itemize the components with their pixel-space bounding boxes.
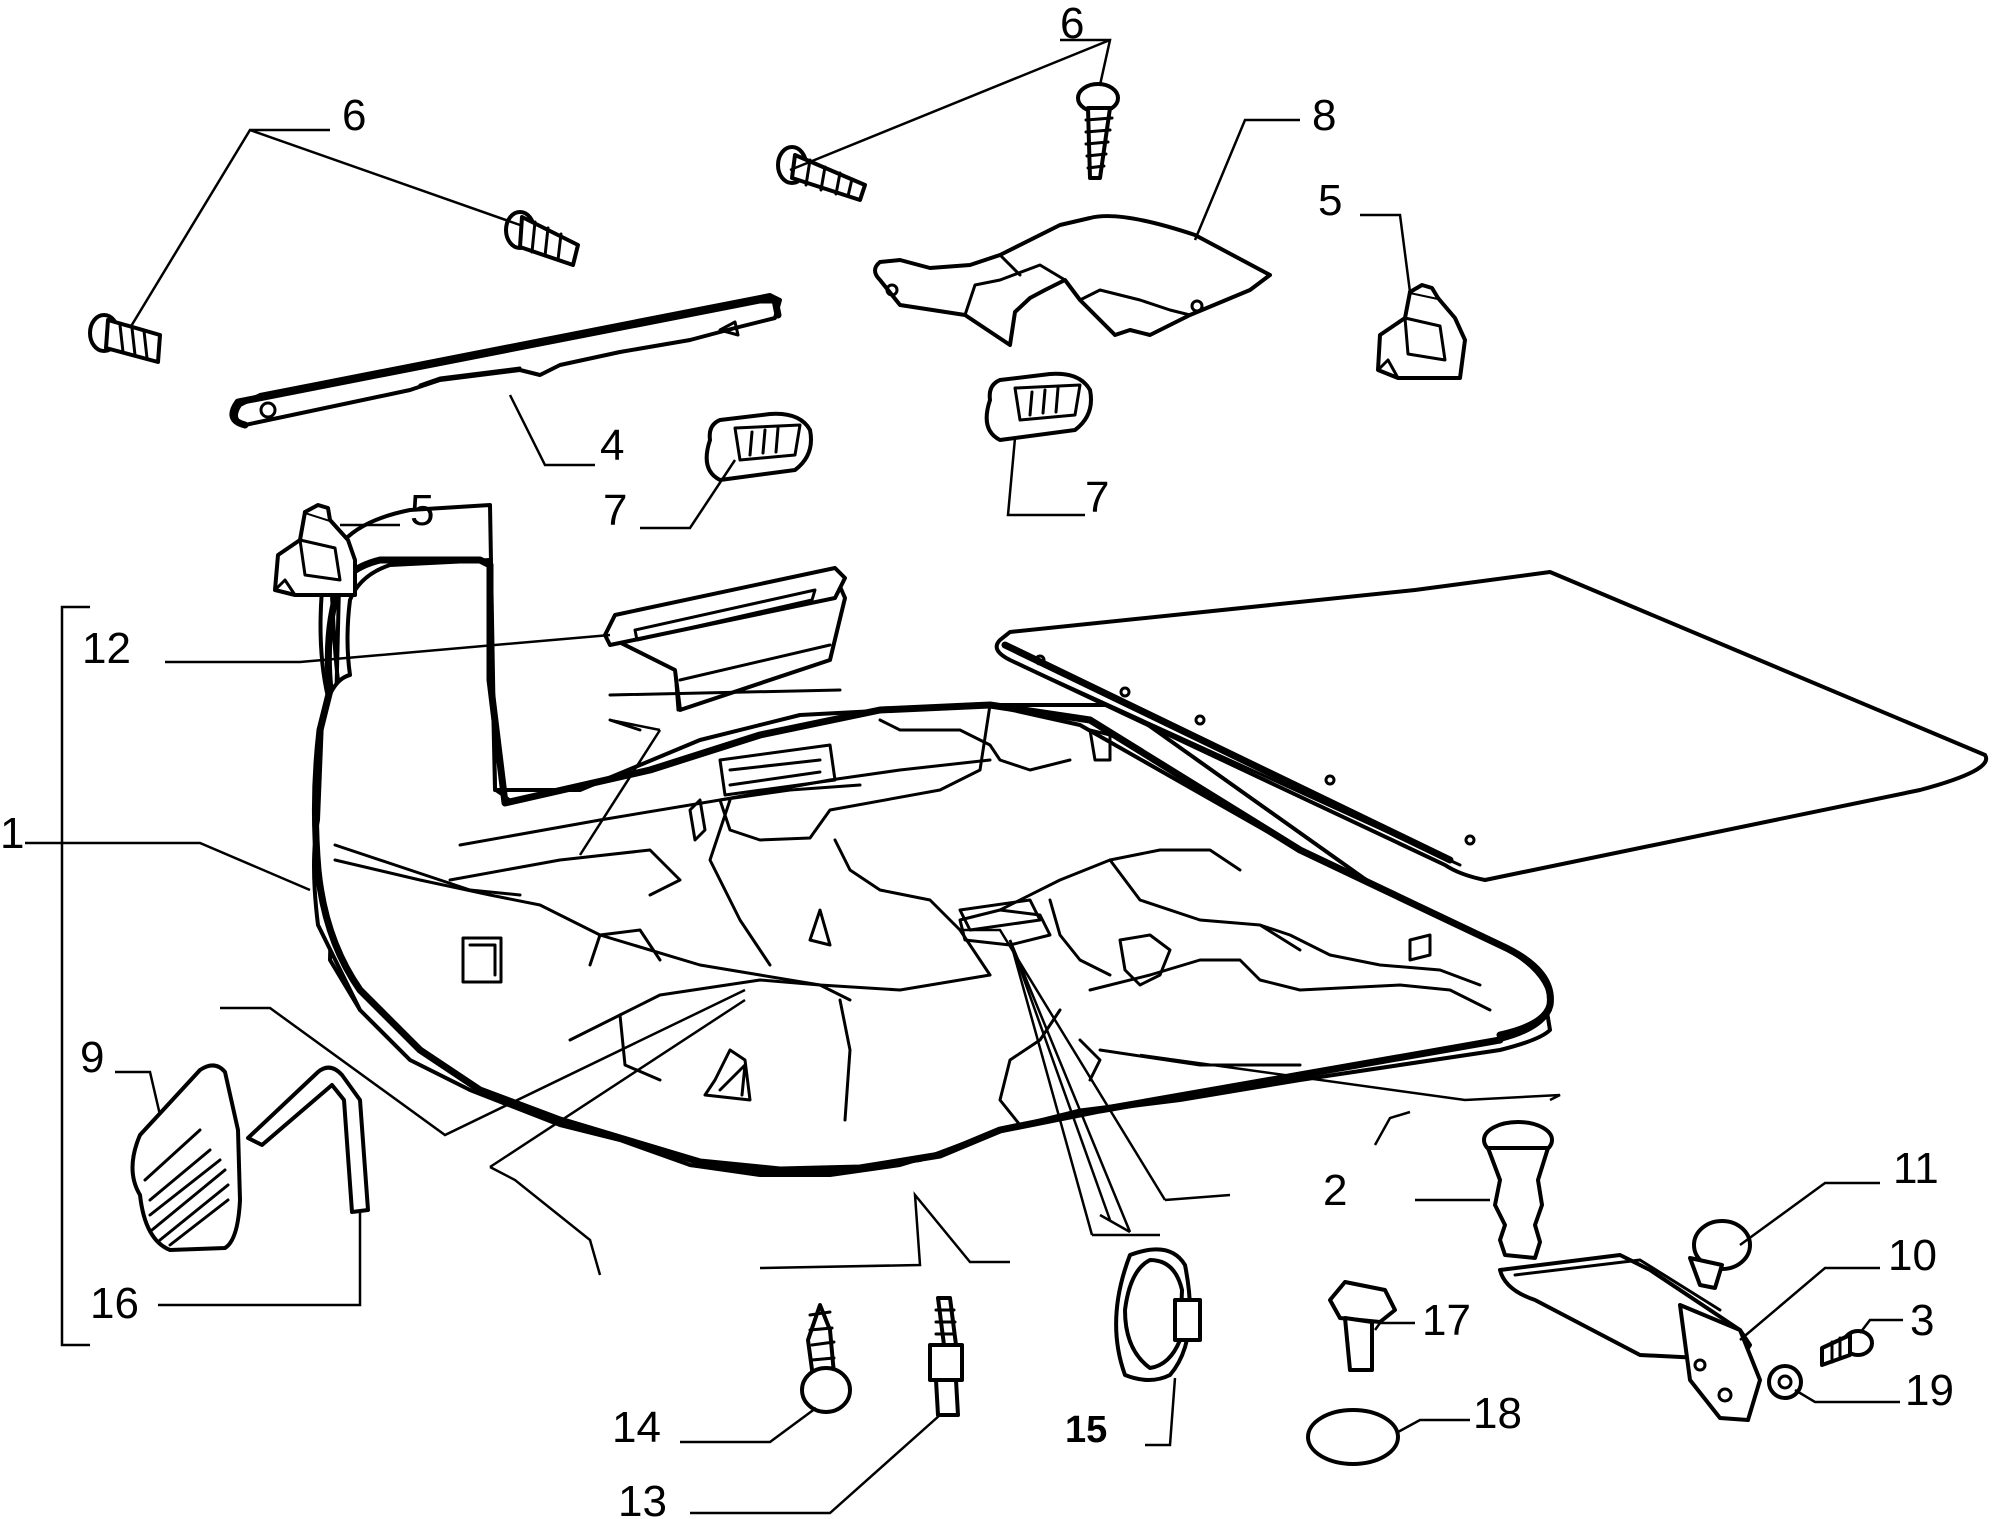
callout-4: 4 [600, 421, 624, 470]
callout-19: 19 [1905, 1366, 1954, 1415]
callout-7: 7 [603, 486, 627, 535]
screw-part-6-b [504, 210, 580, 267]
bracket-part-10 [1498, 1253, 1762, 1422]
vent-part-9 [130, 1063, 242, 1252]
grommet-part-7-a [704, 411, 813, 482]
callout-5: 5 [410, 486, 434, 535]
callout-14: 14 [612, 1403, 661, 1452]
screw-part-6-d [1076, 82, 1120, 180]
callout-17: 17 [1422, 1296, 1471, 1345]
callout-6: 6 [342, 91, 366, 140]
callout-3: 3 [1910, 1296, 1934, 1345]
bolt-part-14 [800, 1303, 852, 1414]
cap-part-18 [1306, 1408, 1400, 1466]
callout-18: 18 [1473, 1389, 1522, 1438]
plug-part-2 [1482, 1120, 1554, 1260]
callout-6: 6 [1060, 0, 1084, 48]
callout-2: 2 [1323, 1166, 1347, 1215]
rod-part-16 [246, 1065, 370, 1214]
screw-part-6-a [88, 313, 162, 364]
callout-12: 12 [82, 624, 131, 673]
grommet-part-7-b [984, 371, 1093, 442]
screw-part-6-c [776, 145, 867, 202]
grommet-part-15 [1114, 1247, 1202, 1382]
rail-part-4 [229, 293, 782, 429]
callout-1: 1 [0, 809, 24, 858]
clip-part-5-b [1376, 283, 1467, 380]
washer-part-19 [1767, 1364, 1803, 1400]
callout-5: 5 [1318, 176, 1342, 225]
callout-9: 9 [80, 1033, 104, 1082]
callout-7: 7 [1085, 473, 1109, 522]
clip-part-5-a [273, 503, 357, 597]
callout-11: 11 [1893, 1144, 1939, 1193]
bolt-part-3 [1820, 1329, 1874, 1367]
bracket-part-8 [873, 214, 1272, 347]
callout-10: 10 [1888, 1231, 1937, 1280]
cover-board [994, 570, 1989, 882]
handle-part-12 [603, 566, 847, 732]
stud-part-13 [928, 1296, 964, 1417]
callout-8: 8 [1312, 91, 1336, 140]
leader-lines [25, 38, 1903, 1515]
clip-part-17 [1328, 1280, 1397, 1372]
callout-13: 13 [618, 1477, 667, 1519]
cap-part-11 [1688, 1219, 1752, 1290]
luggage-tray-part-1 [311, 503, 1554, 1177]
callout-16: 16 [90, 1279, 139, 1328]
callout-15: 15 [1065, 1409, 1107, 1451]
